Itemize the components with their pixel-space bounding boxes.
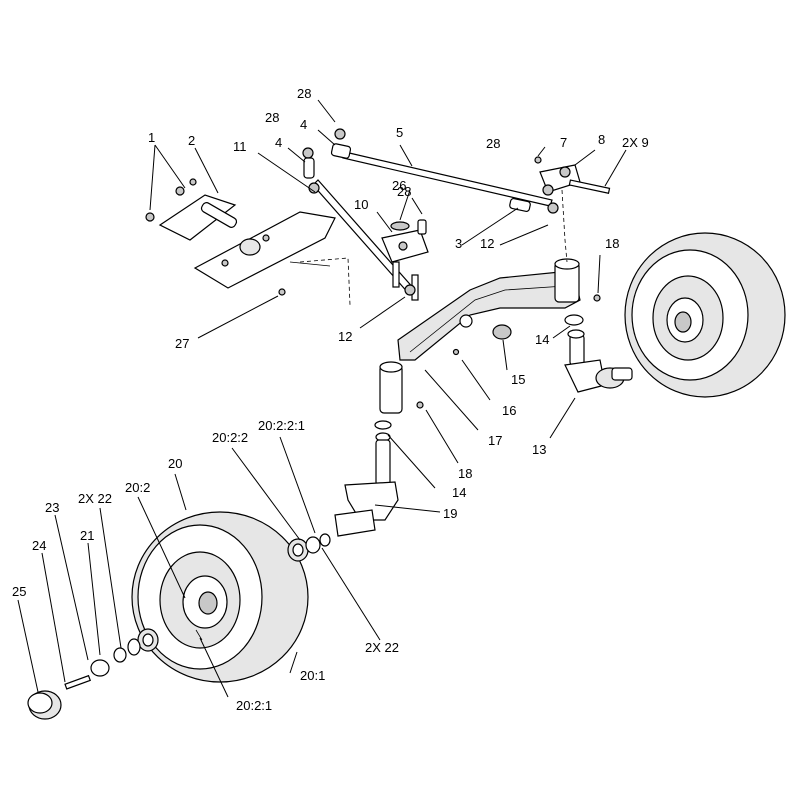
axle-beam [379, 258, 601, 414]
tie-rod [330, 128, 559, 214]
callout-21: 21 [80, 528, 94, 543]
callout-7: 7 [560, 135, 567, 150]
callout-18b: 18 [458, 466, 472, 481]
callout-12b: 12 [338, 329, 352, 344]
callout-17: 17 [488, 433, 502, 448]
callout-20: 20 [168, 456, 182, 471]
callout-23: 23 [45, 500, 59, 515]
callout-labels: 1 2 3 4 4 5 7 8 2X 9 10 11 12 12 13 14 1… [12, 86, 649, 713]
callout-20-2-2: 20:2:2 [212, 430, 248, 445]
callout-26: 26 [392, 178, 406, 193]
callout-28a: 28 [297, 86, 311, 101]
pivot-bracket [381, 219, 429, 301]
right-wheel [624, 232, 786, 398]
callout-19: 19 [443, 506, 457, 521]
bearing-set-inner [287, 533, 331, 562]
callout-10: 10 [354, 197, 368, 212]
callout-3: 3 [455, 236, 462, 251]
callout-25: 25 [12, 584, 26, 599]
callout-11: 11 [233, 139, 247, 154]
callout-1: 1 [148, 130, 155, 145]
callout-20-2-2-1: 20:2:2:1 [258, 418, 305, 433]
left-wheel [131, 511, 309, 683]
callout-14a: 14 [535, 332, 549, 347]
callout-28c: 28 [486, 136, 500, 151]
callout-4a: 4 [275, 135, 282, 150]
mounting-bracket [145, 178, 351, 306]
steering-arm [534, 156, 611, 263]
callout-28d: 28 [397, 184, 411, 199]
leader-lines [17, 99, 627, 698]
left-spindle [334, 420, 399, 537]
callout-9: 2X 9 [622, 135, 649, 150]
callout-15: 15 [511, 372, 525, 387]
callout-20-2-1: 20:2:1 [236, 698, 272, 713]
callout-18a: 18 [605, 236, 619, 251]
callout-16: 16 [502, 403, 516, 418]
callout-27: 27 [175, 336, 189, 351]
bearing-set-outer [27, 628, 159, 720]
callout-12a: 12 [480, 236, 494, 251]
callout-24: 24 [32, 538, 46, 553]
callout-22b: 2X 22 [365, 640, 399, 655]
callout-5: 5 [396, 125, 403, 140]
callout-13: 13 [532, 442, 546, 457]
callout-22a: 2X 22 [78, 491, 112, 506]
callout-2: 2 [188, 133, 195, 148]
callout-20-1: 20:1 [300, 668, 325, 683]
callout-4b: 4 [300, 117, 307, 132]
callout-8: 8 [598, 132, 605, 147]
drag-link [302, 147, 416, 296]
callout-20-2: 20:2 [125, 480, 150, 495]
right-spindle [564, 314, 633, 393]
callout-14b: 14 [452, 485, 466, 500]
callout-28b: 28 [265, 110, 279, 125]
